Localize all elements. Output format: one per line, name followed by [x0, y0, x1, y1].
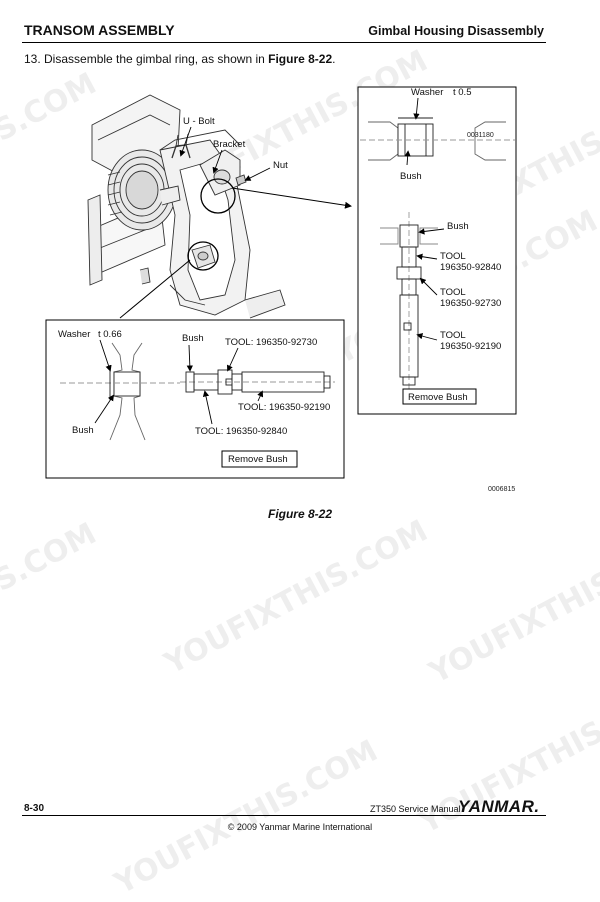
bush-label-left-top: Bush: [182, 333, 204, 344]
tool3-number: 196350-92190: [440, 341, 501, 352]
washer-thickness-right: t 0.5: [453, 87, 472, 98]
tool-c-label: TOOL: 196350-92840: [195, 426, 287, 437]
left-inset-drawing: [60, 342, 335, 441]
bush-label-right-top: Bush: [400, 171, 422, 182]
tool1-number: 196350-92840: [440, 262, 501, 273]
step-instruction: 13. Disassemble the gimbal ring, as show…: [24, 52, 336, 66]
remove-bush-box-right: [402, 388, 477, 405]
tool-b-label: TOOL: 196350-92190: [238, 402, 330, 413]
u-bolt-label: U - Bolt: [183, 116, 215, 127]
bush-label-right-tool: Bush: [447, 221, 469, 232]
tool-a-label: TOOL: 196350-92730: [225, 337, 317, 348]
tool3-label: TOOL: [440, 330, 466, 341]
washer-label-right: Washer: [411, 87, 443, 98]
page-number: 8-30: [24, 803, 45, 814]
nut-label: Nut: [273, 160, 288, 171]
figure-code: 0006815: [488, 486, 515, 493]
yanmar-logo: YANMAR.: [458, 797, 540, 816]
bush-label-left-bottom: Bush: [72, 425, 94, 436]
watermark: YOUFIXTHIS.COM: [158, 513, 434, 682]
gimbal-figure: U - Bolt Bracket Nut Washer t 0.5 003118…: [45, 86, 517, 493]
manual-title: ZT350 Service Manual: [370, 804, 461, 814]
topic-title: Gimbal Housing Disassembly: [368, 24, 544, 38]
figure-link[interactable]: Figure 8-22: [268, 52, 333, 66]
watermark: YOUFIXTHIS: [423, 564, 600, 691]
washer-label-left: Washer: [58, 329, 90, 340]
gimbal-assembly-drawing: [87, 94, 286, 319]
right-inset-drawing: [360, 117, 515, 392]
tool1-label: TOOL: [440, 251, 466, 262]
bracket-label: Bracket: [213, 139, 246, 150]
tool2-label: TOOL: [440, 287, 466, 298]
watermark: S.COM: [0, 516, 103, 599]
remove-bush-label-right: Remove Bush: [408, 392, 468, 403]
footer-rule: [22, 815, 546, 816]
right-inset-frame: [357, 86, 517, 415]
remove-bush-box-left: [221, 450, 298, 468]
remove-bush-label-left: Remove Bush: [228, 454, 288, 465]
figure-caption: Figure 8-22: [267, 507, 333, 521]
copyright: © 2009 Yanmar Marine International: [227, 822, 373, 832]
watermark: YOUFIXTHIS.COM: [108, 733, 384, 902]
header-rule: [22, 42, 546, 43]
washer-thickness-left: t 0.66: [98, 329, 122, 340]
section-title: TRANSOM ASSEMBLY: [24, 22, 175, 38]
drawing-code: 0031180: [467, 132, 494, 139]
tool2-number: 196350-92730: [440, 298, 501, 309]
